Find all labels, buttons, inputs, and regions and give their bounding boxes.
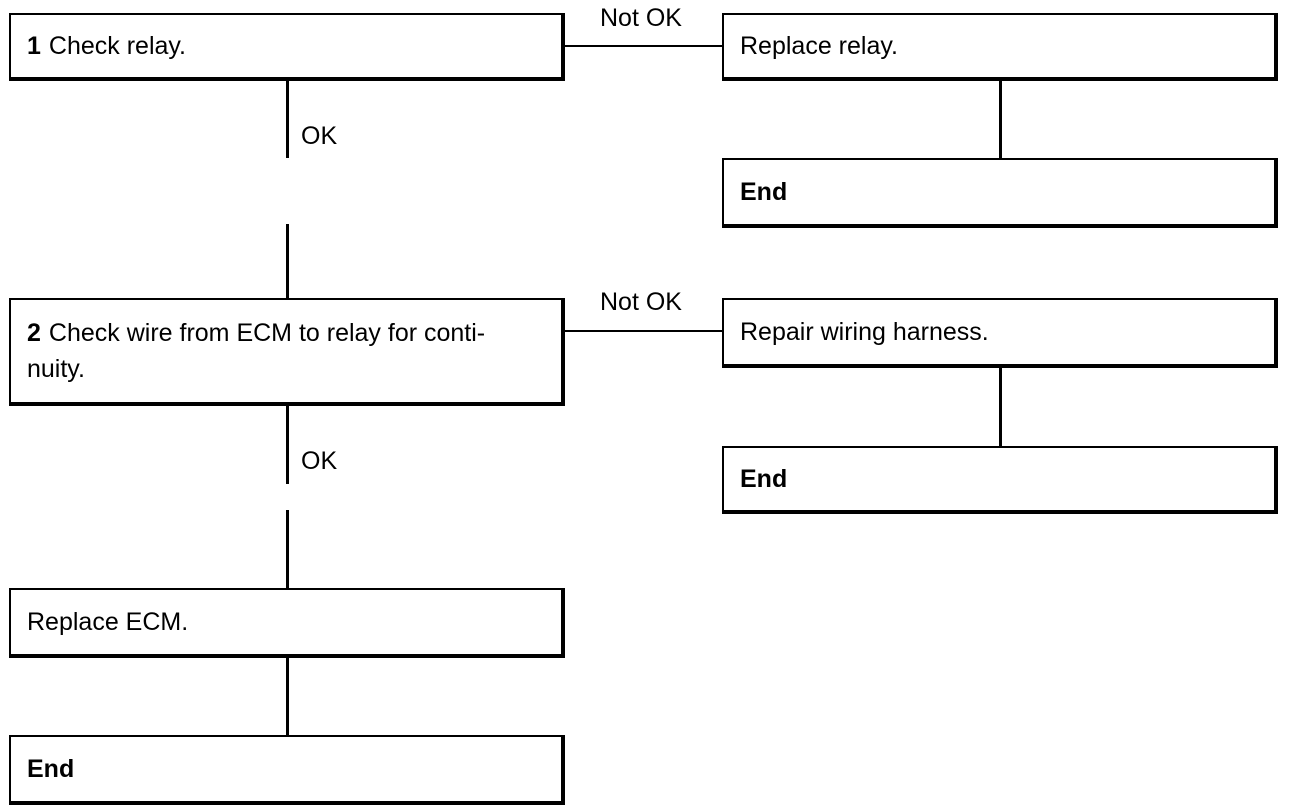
end-box-relay: End	[722, 158, 1278, 228]
step2-text-line2: nuity.	[27, 355, 85, 383]
step1-number: 1	[27, 32, 41, 60]
end-box-harness: End	[722, 446, 1278, 514]
step2-text: Check wire from ECM to relay for conti-	[48, 319, 486, 347]
connector-replace-relay-end	[999, 81, 1002, 158]
end-text-relay: End	[740, 178, 788, 206]
replace-ecm-text: Replace ECM.	[27, 608, 189, 636]
step1-box: 1 Check relay.	[9, 13, 565, 81]
replace-ecm-box: Replace ECM.	[9, 588, 565, 658]
not-ok-label-2: Not OK	[600, 288, 682, 316]
end-text-final: End	[27, 755, 75, 783]
step1-text: Check relay.	[48, 32, 186, 60]
step2-number: 2	[27, 319, 41, 347]
connector-step2-ok-upper	[286, 406, 289, 484]
repair-harness-box: Repair wiring harness.	[722, 298, 1278, 368]
connector-repair-harness-end	[999, 368, 1002, 446]
connector-replace-ecm-end	[286, 658, 289, 735]
ok-label-1: OK	[301, 122, 338, 150]
replace-relay-box: Replace relay.	[722, 13, 1278, 81]
connector-step2-ok-lower	[286, 510, 289, 588]
connector-step1-ok-upper	[286, 81, 289, 158]
replace-relay-text: Replace relay.	[740, 32, 898, 60]
not-ok-label-1: Not OK	[600, 4, 682, 32]
end-text-harness: End	[740, 465, 788, 493]
ok-label-2: OK	[301, 447, 338, 475]
connector-step1-not-ok	[565, 45, 722, 47]
repair-harness-text: Repair wiring harness.	[740, 318, 989, 346]
connector-step2-not-ok	[565, 330, 722, 332]
end-box-final: End	[9, 735, 565, 805]
connector-step1-ok-lower	[286, 224, 289, 298]
